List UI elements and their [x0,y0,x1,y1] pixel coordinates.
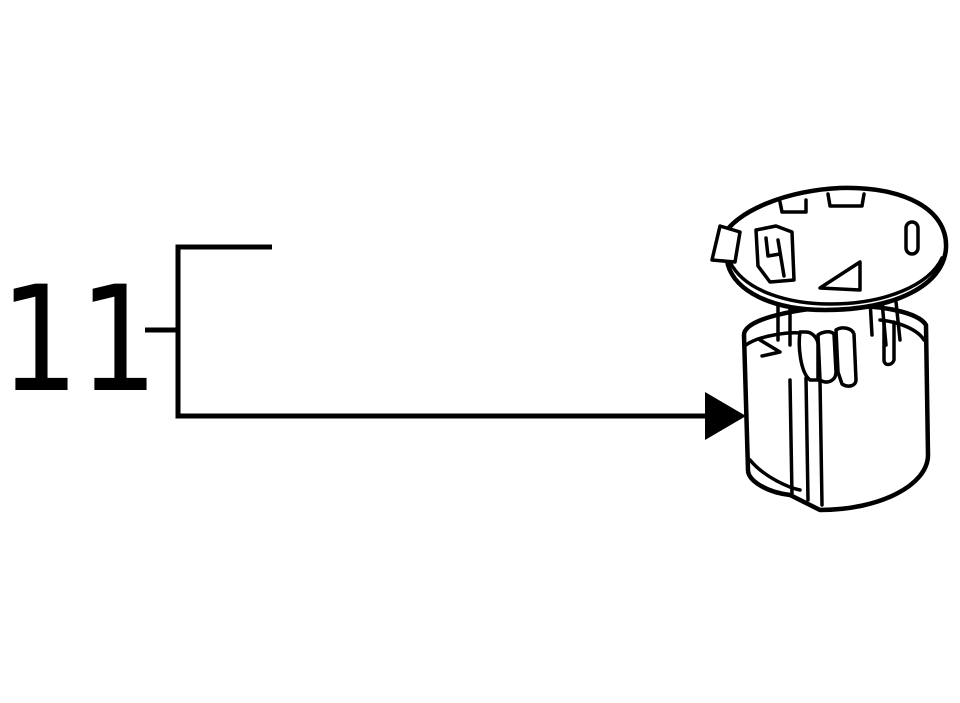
leader-top-branch [175,244,712,419]
canister-bottom-edge [748,458,802,492]
connector-clip-mid [816,330,838,384]
leader-arrowhead [705,392,746,440]
clip-hook [758,338,782,358]
fuel-pump-module-icon [710,185,949,513]
flange-notch-a [778,198,808,214]
flange-port [904,220,920,256]
flange-tab [710,224,742,264]
canister-channel [788,376,824,507]
flange-connector-pins [764,236,786,278]
flange-lip [728,256,944,306]
struts [776,298,902,347]
leader-bracket [145,244,746,440]
flange-notch-b [826,192,866,208]
callout-number: 11 [0,255,158,425]
side-tube [882,320,896,367]
connector-clip-right [834,326,858,388]
flange-triangle [818,260,862,292]
